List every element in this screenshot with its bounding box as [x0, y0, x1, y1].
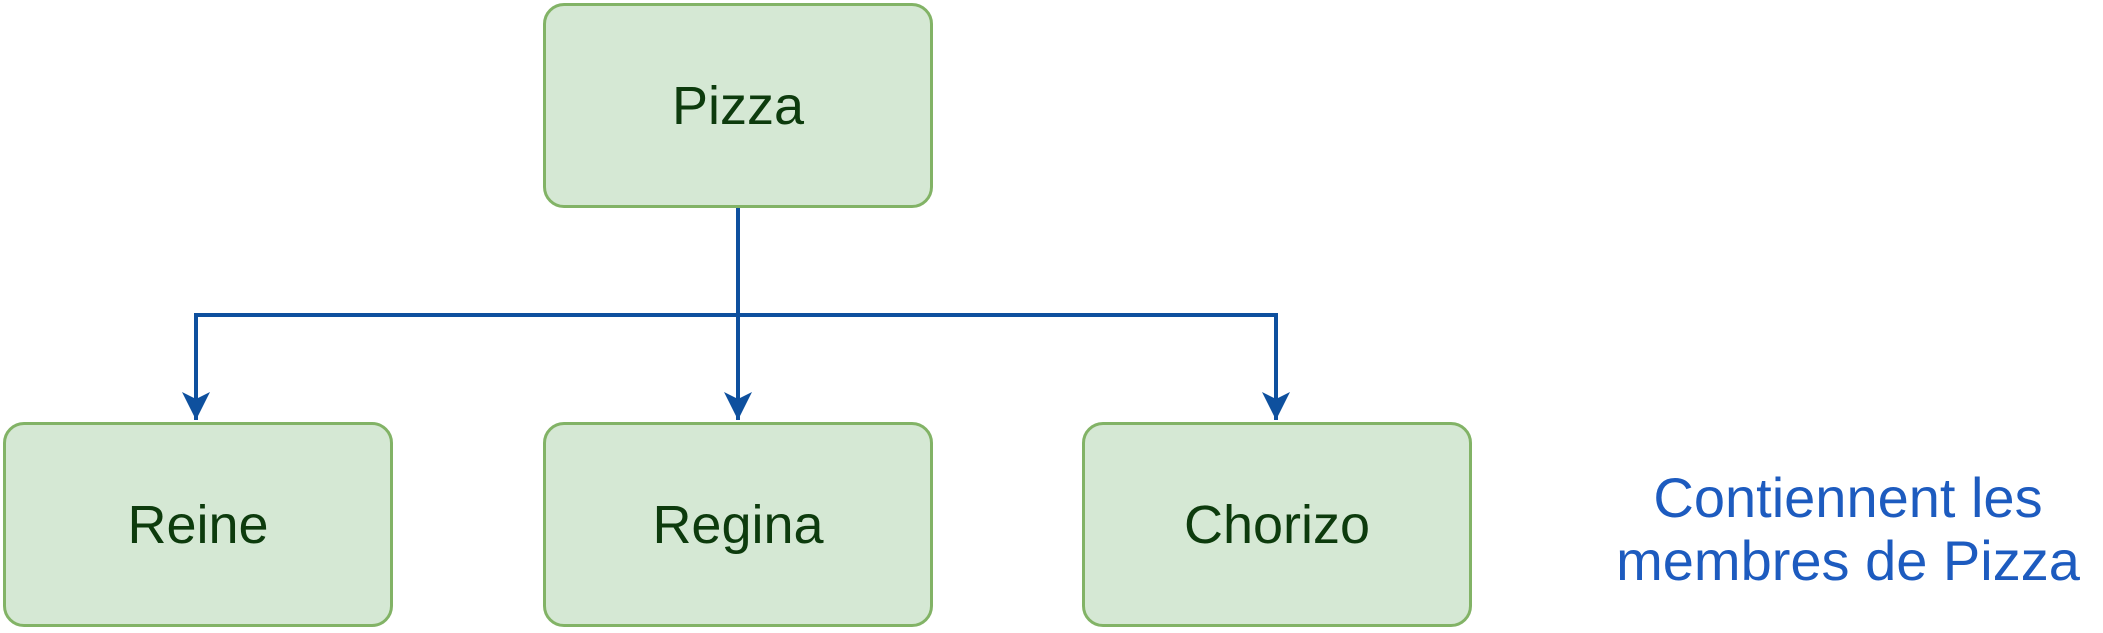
- annotation-line-1: Contiennent les: [1653, 466, 2043, 529]
- node-pizza-label: Pizza: [671, 75, 805, 136]
- node-chorizo-label: Chorizo: [1183, 494, 1371, 555]
- node-regina-label: Regina: [652, 494, 824, 555]
- annotation-line-2: membres de Pizza: [1616, 529, 2080, 592]
- annotation-text: Contiennent les membres de Pizza: [1593, 466, 2103, 592]
- node-reine: Reine: [3, 422, 393, 627]
- node-chorizo: Chorizo: [1082, 422, 1472, 627]
- node-reine-label: Reine: [127, 494, 269, 555]
- node-regina: Regina: [543, 422, 933, 627]
- node-pizza: Pizza: [543, 3, 933, 208]
